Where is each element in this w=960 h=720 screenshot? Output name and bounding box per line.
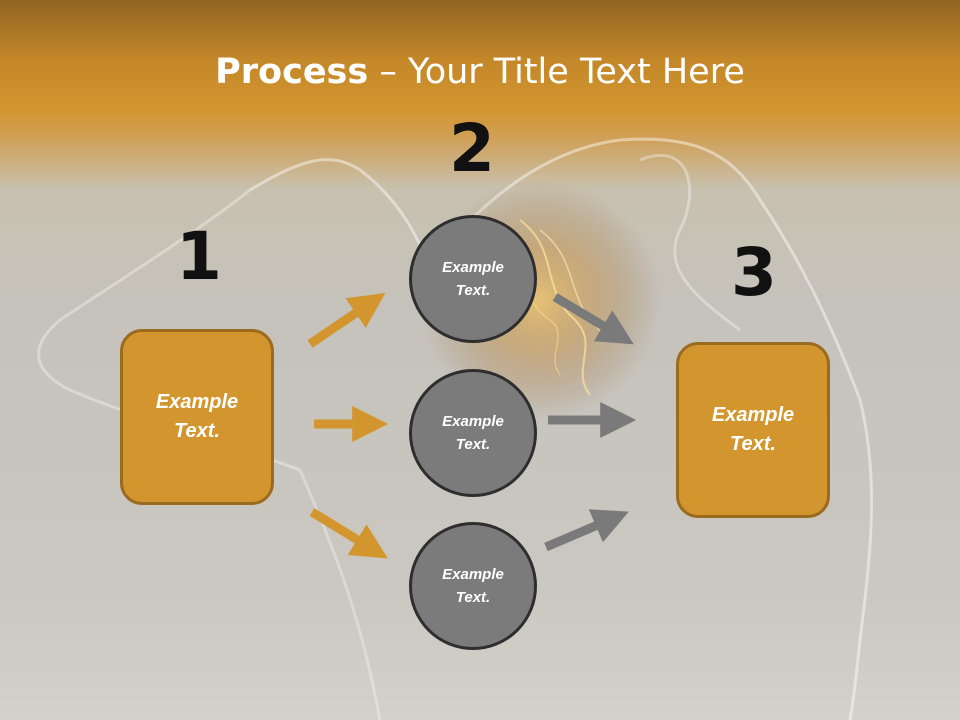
step-number-2: 2: [449, 110, 495, 187]
slide-title: Process – Your Title Text Here: [0, 52, 960, 92]
circle-step-bottom: Example Text.: [409, 522, 537, 650]
step-number-1: 1: [176, 218, 222, 295]
right-step-box: Example Text.: [676, 342, 830, 518]
left-step-box: Example Text.: [120, 329, 274, 505]
title-rest: – Your Title Text Here: [368, 52, 745, 92]
step-number-3: 3: [731, 234, 777, 311]
circle-step-middle: Example Text.: [409, 369, 537, 497]
circle-step-top: Example Text.: [409, 215, 537, 343]
title-bold: Process: [215, 52, 369, 92]
